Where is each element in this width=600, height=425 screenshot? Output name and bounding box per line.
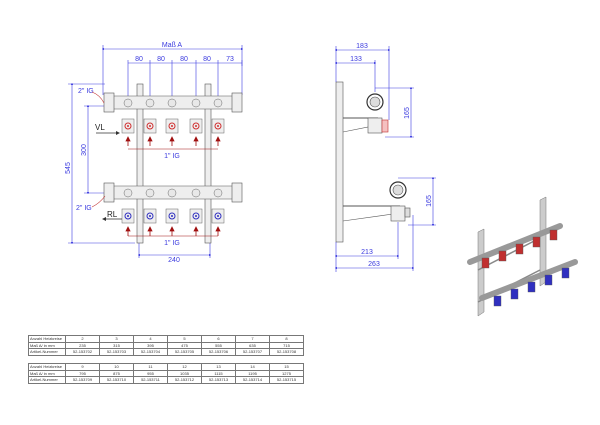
- flow-arrow-icon: [125, 226, 131, 236]
- return-valve-5: [211, 188, 225, 236]
- main-connection-label-top: 2" IG: [78, 88, 94, 95]
- iso-supply-valve: [532, 236, 541, 248]
- mounting-rail-left: [136, 83, 144, 244]
- wall-plate: [335, 81, 344, 243]
- flow-arrow-icon: [215, 226, 221, 236]
- dim-spacing-5: 73: [226, 56, 234, 63]
- supply-label-vl: VL: [95, 123, 105, 132]
- iso-supply-valve: [549, 229, 558, 241]
- table-cell: 52-153704: [133, 348, 168, 356]
- dim-545: 545: [65, 162, 72, 174]
- iso-return-valve: [527, 281, 536, 293]
- front-view: Maß A 80 80 80 80 73 545 300 240 1" IG: [65, 42, 244, 264]
- table-cell: 52-153714: [235, 376, 270, 384]
- table-cell: 52-153702: [65, 348, 100, 356]
- dim-spacing-3: 80: [180, 56, 188, 63]
- dim-183: 183: [356, 43, 368, 50]
- table-cell: 52-153708: [269, 348, 304, 356]
- iso-return-valve: [544, 274, 553, 286]
- iso-return-valve: [510, 288, 519, 300]
- side-view: 183 133 165 165 213 263: [334, 43, 436, 272]
- isometric-view: [467, 196, 578, 317]
- iso-return-valve: [561, 267, 570, 279]
- dim-spacing-2: 80: [157, 56, 165, 63]
- row-header: Artikel-Nummer: [28, 376, 66, 384]
- main-connection-label-bottom: 2" IG: [76, 205, 92, 212]
- dim-213: 213: [361, 249, 373, 256]
- dim-mass-a: Maß A: [162, 42, 183, 49]
- table-cell: 52-153711: [133, 376, 168, 384]
- table-cell: 52-153710: [99, 376, 134, 384]
- iso-return-manifold: [479, 259, 578, 301]
- return-label-rl: RL: [107, 210, 118, 219]
- iso-supply-valve: [515, 243, 524, 255]
- flow-arrow-icon: [147, 136, 153, 146]
- flow-arrow-icon: [193, 136, 199, 146]
- iso-return-valve: [493, 295, 502, 307]
- row-header: Anzahl Heizkreise: [28, 335, 66, 343]
- table-cell: 52-153715: [269, 376, 304, 384]
- row-header: Anzahl Heizkreise: [28, 363, 66, 371]
- outlet-connection-label-top: 1" IG: [164, 153, 180, 160]
- table-cell: 52-153707: [235, 348, 270, 356]
- iso-supply-manifold: [467, 223, 563, 265]
- return-valve-2: [143, 188, 157, 236]
- dim-spacing-4: 80: [203, 56, 211, 63]
- flow-arrow-icon: [125, 136, 131, 146]
- supply-valve-handle: [381, 119, 389, 133]
- dim-300: 300: [81, 144, 88, 156]
- flow-arrow-icon: [169, 226, 175, 236]
- supply-valve-1: [121, 98, 135, 146]
- dim-133: 133: [350, 56, 362, 63]
- supply-valve-3: [165, 98, 179, 146]
- dim-240: 240: [168, 257, 180, 264]
- return-valve-4: [189, 188, 203, 236]
- return-end-fitting-right: [231, 182, 243, 203]
- flow-arrow-icon: [193, 226, 199, 236]
- supply-end-fitting-left: [103, 92, 115, 113]
- table-cell: 52-153705: [167, 348, 202, 356]
- return-end-fitting-left: [103, 182, 115, 203]
- dim-263: 263: [368, 261, 380, 268]
- flow-arrow-icon: [147, 226, 153, 236]
- table-cell: 52-153712: [167, 376, 202, 384]
- row-header: Artikel-Nummer: [28, 348, 66, 356]
- iso-supply-valve: [498, 250, 507, 262]
- flow-arrow-icon: [215, 136, 221, 146]
- return-valve-1: [121, 188, 135, 236]
- table-cell: 52-153713: [201, 376, 236, 384]
- dim-165-top: 165: [404, 107, 411, 119]
- supply-end-fitting-right: [231, 92, 243, 113]
- dim-165-bottom: 165: [426, 195, 433, 207]
- flow-arrow-icon: [169, 136, 175, 146]
- dim-spacing-1: 80: [135, 56, 143, 63]
- supply-valve-5: [211, 98, 225, 146]
- supply-valve-2: [143, 98, 157, 146]
- table-cell: 52-153706: [201, 348, 236, 356]
- supply-valve-4: [189, 98, 203, 146]
- mounting-rail-right: [204, 83, 212, 244]
- return-valve-3: [165, 188, 179, 236]
- table-cell: 52-153703: [99, 348, 134, 356]
- iso-supply-valve: [481, 257, 490, 269]
- outlet-connection-label-bottom: 1" IG: [164, 240, 180, 247]
- table-cell: 52-153709: [65, 376, 100, 384]
